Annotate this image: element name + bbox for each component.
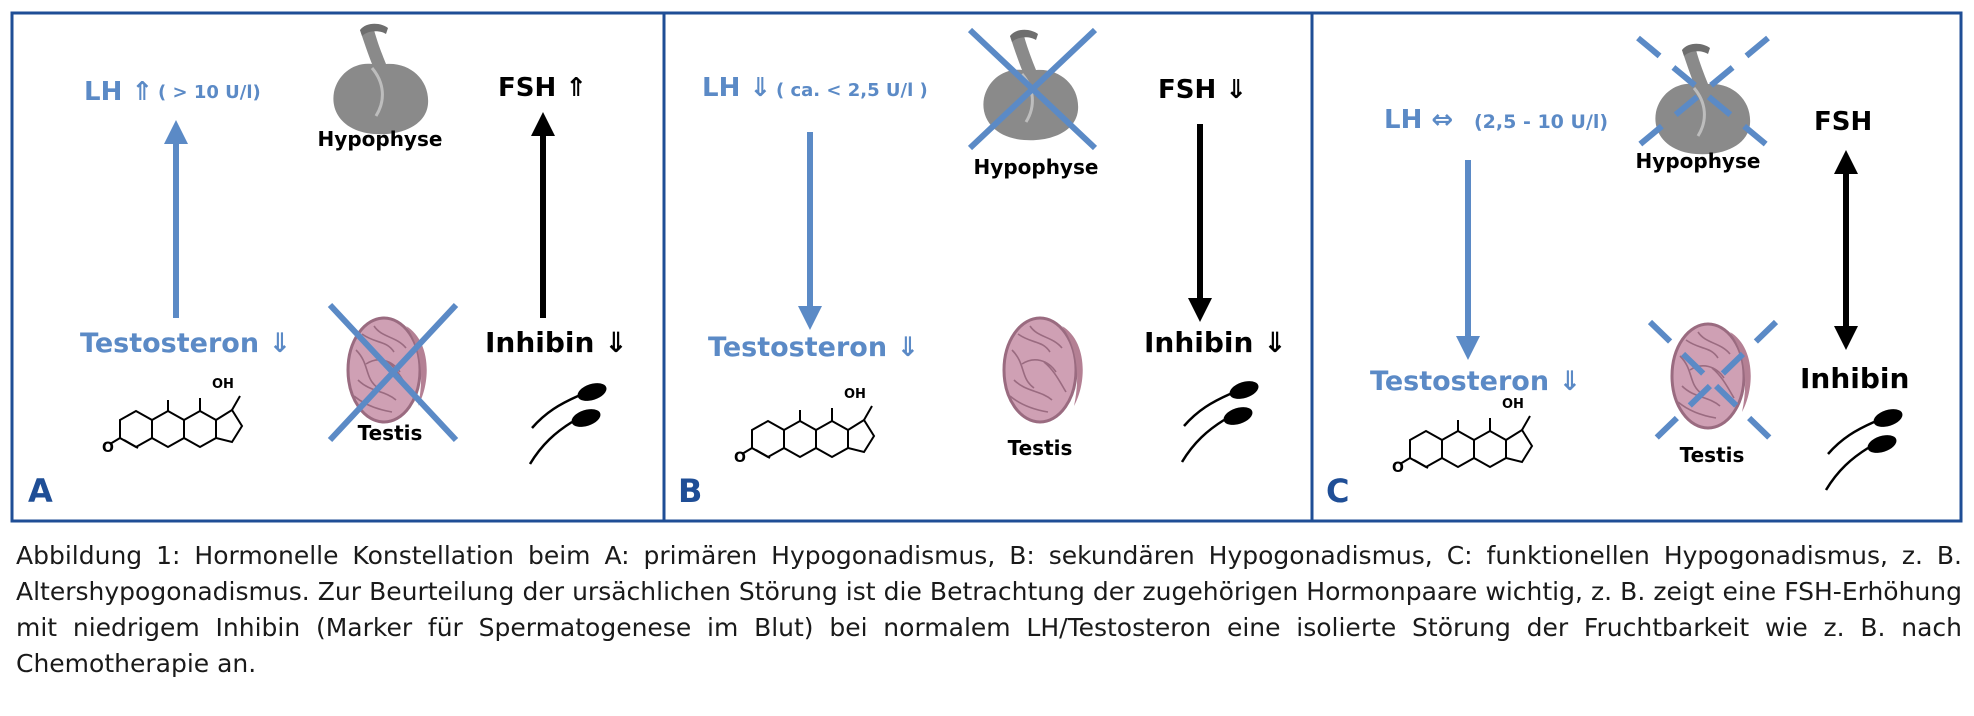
figure-caption: Abbildung 1: Hormonelle Konstellation be… [16, 541, 1962, 678]
cross-icon [1647, 319, 1779, 447]
inhibin-label: Inhibin [1800, 362, 1909, 395]
inhibin-label: Inhibin ⇓ [485, 326, 628, 359]
hypophyse-label: Hypophyse [318, 127, 443, 151]
oh-label: OH [212, 377, 234, 392]
panel-c: LH ⇔ (2,5 - 10 U/l) Hypophyse FSH Testos… [1326, 35, 1909, 510]
lh-range: ( ca. < 2,5 U/l ) [776, 80, 928, 101]
o-label: O [734, 450, 746, 466]
cross-icon [967, 27, 1098, 151]
lh-range: (2,5 - 10 U/l) [1474, 111, 1608, 133]
testis-label: Testis [1680, 443, 1745, 467]
panel-letter: C [1326, 472, 1349, 510]
panel-a: LH ⇑ ( > 10 U/l) Hypophyse FSH ⇑ Testost… [28, 22, 628, 510]
lh-label: LH ⇔ [1384, 105, 1453, 135]
testis-icon [1670, 322, 1753, 430]
hypophyse-label: Hypophyse [974, 155, 1099, 179]
steroid-icon [1399, 415, 1533, 469]
testosteron-label: Testosteron ⇓ [1370, 366, 1581, 397]
lh-label: LH ⇓ [702, 73, 771, 103]
sperm-icon [1824, 404, 1906, 492]
lh-label: LH ⇑ [84, 77, 153, 107]
oh-label: OH [844, 387, 866, 402]
cross-icon [1636, 35, 1770, 149]
fsh-label: FSH [1814, 107, 1872, 137]
panel-letter: A [28, 472, 53, 510]
hypophyse-icon [331, 22, 430, 136]
hypophyse-label: Hypophyse [1636, 149, 1761, 173]
panel-c-frame [1310, 11, 1963, 523]
testis-icon [1002, 316, 1085, 424]
oh-label: OH [1502, 397, 1524, 412]
o-label: O [102, 440, 114, 456]
steroid-icon [741, 405, 875, 459]
cross-icon [327, 302, 459, 443]
fsh-label: FSH ⇓ [1158, 75, 1247, 105]
testis-label: Testis [1008, 436, 1073, 460]
sperm-icon [1180, 376, 1262, 464]
inhibin-label: Inhibin ⇓ [1144, 326, 1287, 359]
lh-range: ( > 10 U/l) [158, 82, 261, 103]
testosteron-label: Testosteron ⇓ [708, 332, 919, 363]
fsh-label: FSH ⇑ [498, 73, 587, 103]
hypophyse-icon [1653, 42, 1752, 156]
testosteron-label: Testosteron ⇓ [80, 328, 291, 359]
sperm-icon [528, 378, 610, 466]
testis-label: Testis [358, 421, 423, 445]
o-label: O [1392, 460, 1404, 476]
steroid-icon [109, 395, 243, 449]
panel-letter: B [678, 472, 702, 510]
panel-b: LH ⇓ ( ca. < 2,5 U/l ) Hypophyse FSH ⇓ T… [678, 27, 1287, 510]
